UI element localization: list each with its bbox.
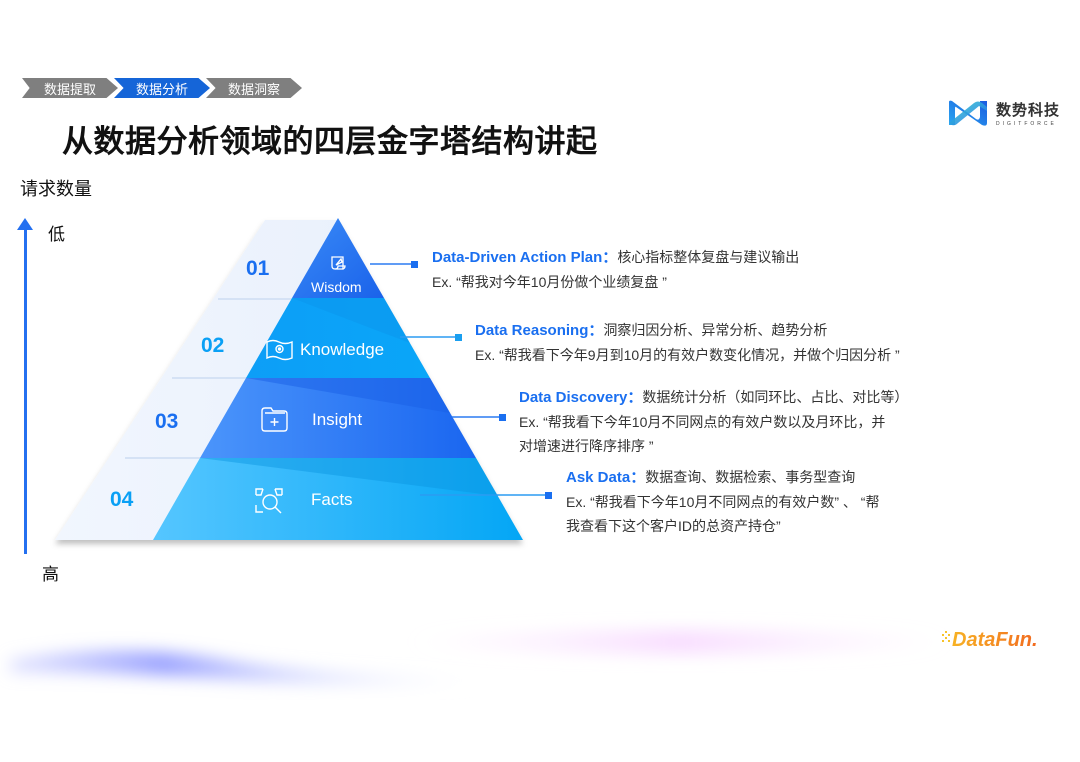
callout-desc: 核心指标整体复盘与建议输出 [617, 249, 800, 265]
breadcrumb: 数据提取 数据分析 数据洞察 [22, 78, 302, 98]
search-frame-icon [253, 485, 285, 522]
layer-number-04: 04 [110, 488, 134, 511]
folder-plus-icon [259, 405, 289, 438]
callout-wisdom: Data-Driven Action Plan：核心指标整体复盘与建议输出 Ex… [432, 245, 799, 294]
layer-number-02: 02 [201, 334, 225, 357]
four-layer-pyramid [55, 218, 552, 540]
layer-label-facts: Facts [311, 490, 353, 509]
logo-text-cn: 数势科技 [996, 102, 1061, 119]
svg-text:DataFun.: DataFun. [952, 629, 1038, 651]
datafun-logo: DataFun. [940, 624, 1060, 660]
callout-knowledge: Data Reasoning：洞察归因分析、异常分析、趋势分析 Ex. “帮我看… [475, 318, 900, 367]
layer-number-03: 03 [155, 410, 179, 433]
layer-number-01: 01 [246, 257, 270, 280]
callout-example: Ex. “帮我看下今年9月到10月的有效户数变化情况，并做个归因分析 ” [475, 347, 900, 363]
arrow-up-icon [17, 218, 33, 230]
page-title: 从数据分析领域的四层金字塔结构讲起 [62, 124, 598, 159]
layer-label-wisdom: Wisdom [311, 279, 362, 295]
layer-label-insight: Insight [312, 410, 363, 429]
callout-example-cont: 我查看下这个客户ID的总资产持仓” [566, 518, 781, 534]
callout-insight: Data Discovery：数据统计分析（如同环比、占比、对比等） Ex. “… [519, 385, 908, 458]
y-axis-title: 请求数量 [20, 179, 92, 199]
axis-label-low: 低 [48, 225, 65, 244]
callout-example: Ex. “帮我看下今年10月不同网点的有效户数以及月环比，并 [519, 414, 886, 430]
layer-label-knowledge: Knowledge [300, 340, 385, 359]
digitforce-logo: 数势科技 DIGITFORCE [946, 97, 1060, 129]
callout-desc: 数据统计分析（如同环比、占比、对比等） [642, 389, 909, 405]
scroll-quill-icon [328, 254, 348, 279]
logo-text-en: DIGITFORCE [996, 121, 1057, 127]
breadcrumb-item-extract[interactable]: 数据提取 [22, 78, 118, 98]
callout-heading: Ask Data： [566, 469, 646, 486]
breadcrumb-item-analysis[interactable]: 数据分析 [114, 78, 210, 98]
callout-desc: 洞察归因分析、异常分析、趋势分析 [603, 322, 828, 338]
callout-example: Ex. “帮我看下今年10月不同网点的有效户数” 、 “帮 [566, 494, 880, 510]
breadcrumb-item-insight[interactable]: 数据洞察 [206, 78, 302, 98]
callout-facts: Ask Data：数据查询、数据检索、事务型查询 Ex. “帮我看下今年10月不… [566, 465, 879, 538]
callout-heading: Data-Driven Action Plan： [432, 249, 618, 266]
callout-heading: Data Reasoning： [475, 322, 604, 339]
callout-example: Ex. “帮我对今年10月份做个业绩复盘 ” [432, 274, 667, 290]
axis-label-high: 高 [42, 565, 59, 584]
decorative-wave [10, 630, 950, 686]
request-volume-axis [24, 224, 27, 554]
infinity-logo-icon [949, 100, 987, 126]
map-pin-icon [265, 338, 295, 367]
callout-heading: Data Discovery： [519, 389, 643, 406]
callout-example-cont: 对增速进行降序排序 ” [519, 438, 654, 454]
callout-desc: 数据查询、数据检索、事务型查询 [645, 469, 856, 485]
